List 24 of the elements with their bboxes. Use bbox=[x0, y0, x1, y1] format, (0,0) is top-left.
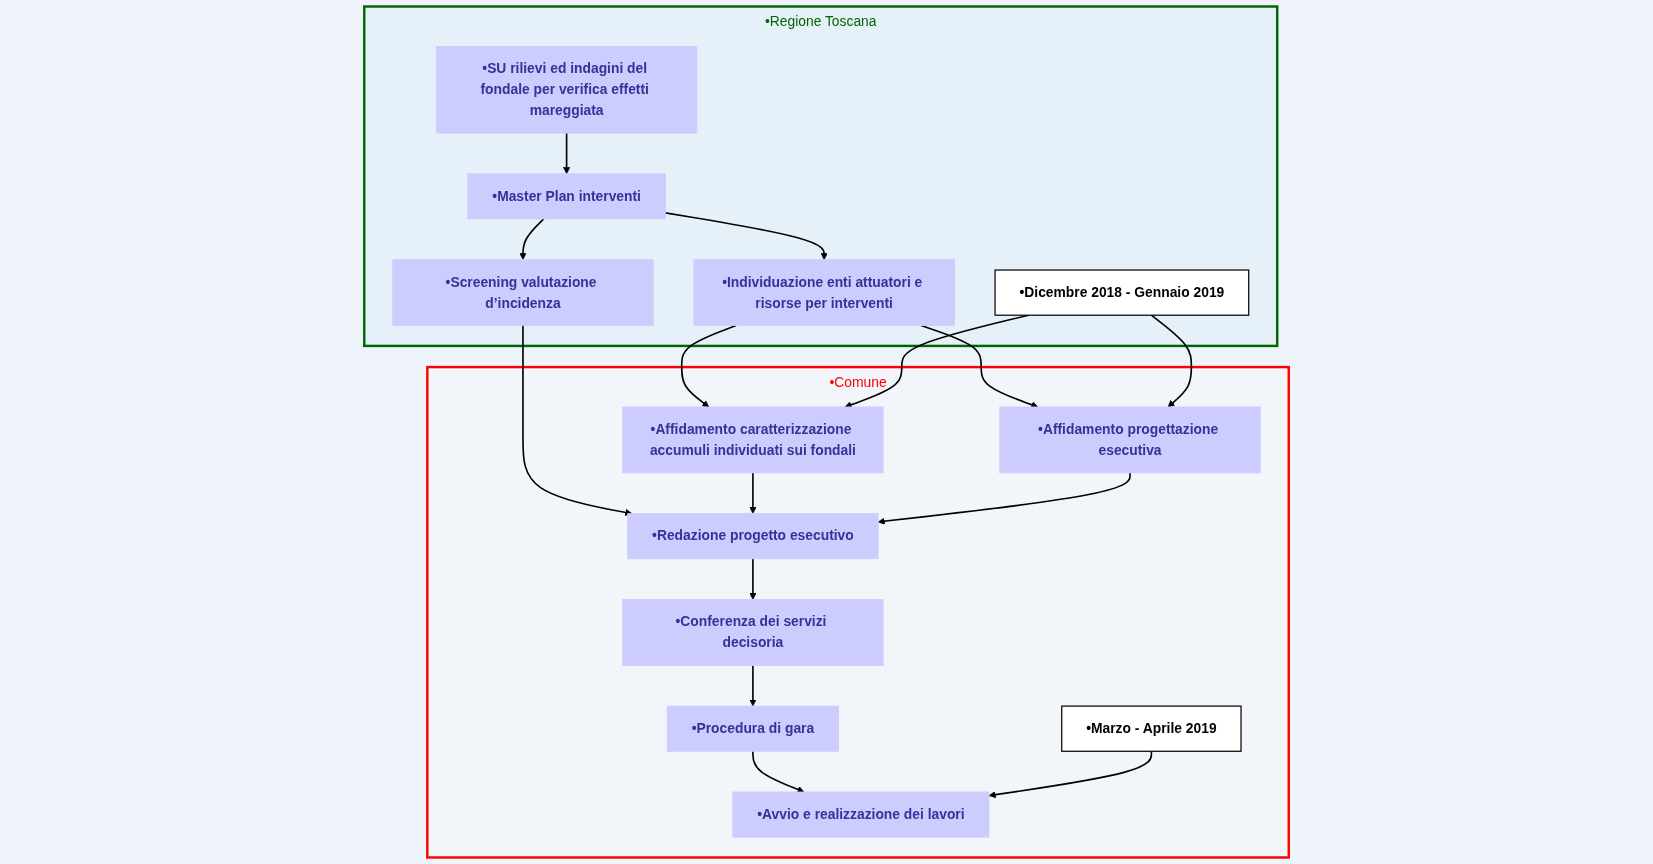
arrow bbox=[680, 324, 737, 408]
node-box: •SU rilievi ed indagini del fondale per verifica effetti mareggiata bbox=[435, 46, 698, 134]
node-box: •Dicembre 2018 - Gennaio 2019 bbox=[994, 269, 1250, 316]
node-box: •Procedura di gara bbox=[666, 705, 839, 752]
arrow bbox=[752, 750, 805, 793]
node-box: •Avvio e realizzazione dei lavori bbox=[732, 791, 990, 838]
node-box: •Screening valutazione d’incidenza bbox=[392, 259, 654, 326]
node-box: •Individuazione enti attuatori e risorse per interventi bbox=[693, 259, 955, 326]
arrow bbox=[522, 324, 633, 516]
node-box: •Conferenza dei servizi decisoria bbox=[622, 599, 884, 666]
node-box: •Master Plan interventi bbox=[467, 173, 666, 220]
arrow bbox=[563, 132, 571, 175]
arrow bbox=[1150, 314, 1193, 408]
node-box: •Redazione progetto esecutivo bbox=[627, 513, 879, 560]
arrow bbox=[749, 557, 757, 600]
arrow bbox=[749, 472, 757, 514]
arrow bbox=[664, 212, 828, 260]
arrow bbox=[749, 664, 757, 707]
arrow bbox=[877, 472, 1131, 525]
node-box: •Marzo - Aprile 2019 bbox=[1061, 705, 1242, 752]
arrow bbox=[988, 750, 1153, 799]
arrow bbox=[519, 218, 545, 260]
node-box: •Affidamento progettazione esecutiva bbox=[999, 406, 1261, 474]
node-box: •Affidamento caratterizzazione accumuli individuati sui fondali bbox=[622, 406, 884, 474]
